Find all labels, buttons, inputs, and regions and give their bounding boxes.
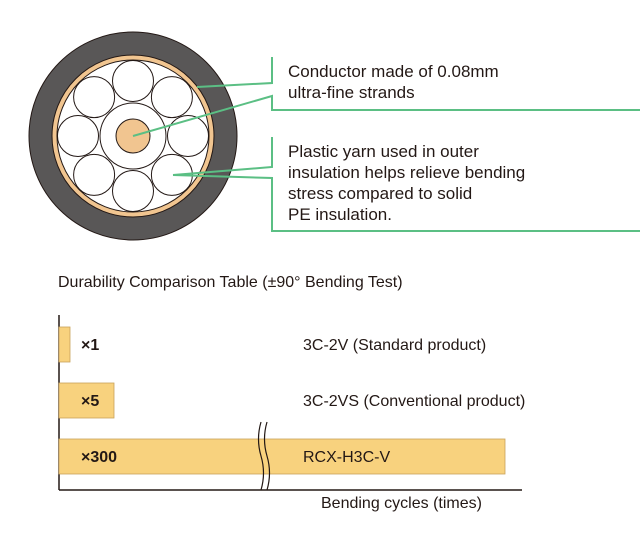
bar: [58, 382, 115, 419]
bar: [58, 326, 71, 363]
yarn-strand: [150, 76, 193, 119]
callout-line: insulation helps relieve bending: [288, 163, 526, 182]
yarn-strand: [167, 115, 209, 157]
value-label: ×5: [81, 393, 100, 410]
yarn-strands: [57, 60, 209, 212]
x-axis-label: Bending cycles (times): [321, 495, 482, 512]
value-label: ×300: [81, 449, 118, 466]
value-label: ×1: [81, 337, 100, 354]
bars: [58, 326, 506, 475]
callout-line: Conductor made of 0.08mm: [288, 62, 499, 81]
yarn-strand: [57, 115, 99, 157]
yarn-callout: Plastic yarn used in outer insulation he…: [288, 141, 525, 225]
chart-title: Durability Comparison Table (±90° Bendin…: [58, 274, 403, 291]
callout-line: ultra-fine strands: [288, 83, 415, 102]
yarn-strand: [112, 170, 154, 212]
category-label: 3C-2V (Standard product): [303, 337, 487, 354]
leader-lines: [132, 57, 640, 232]
conductor-callout: Conductor made of 0.08mm ultra-fine stra…: [288, 61, 499, 103]
yarn-strand: [73, 76, 116, 119]
category-label: 3C-2VS (Conventional product): [303, 393, 526, 410]
callout-line: PE insulation.: [288, 205, 392, 224]
callout-line: stress compared to solid: [288, 184, 473, 203]
yarn-strand: [73, 153, 116, 196]
category-label: RCX-H3C-V: [303, 449, 391, 466]
yarn-strand: [112, 60, 154, 102]
callout-line: Plastic yarn used in outer: [288, 142, 479, 161]
bar: [58, 438, 506, 475]
axis-break-mark: [257, 421, 271, 491]
